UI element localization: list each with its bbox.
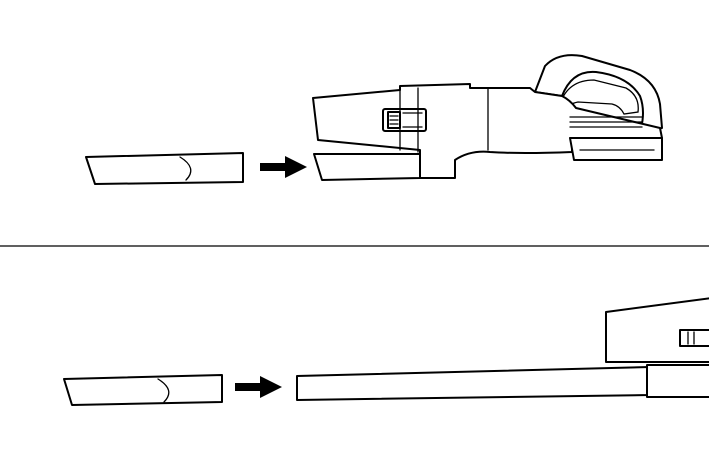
arrow-right-icon [235, 376, 282, 398]
bottom-panel [63, 297, 709, 406]
top-panel [85, 54, 663, 185]
arrow-right-icon [260, 156, 307, 178]
handheld-vacuum-icon [312, 54, 663, 181]
crevice-tool-icon [85, 152, 244, 185]
extension-tube-icon [296, 297, 709, 401]
crevice-tool-icon [63, 374, 223, 406]
